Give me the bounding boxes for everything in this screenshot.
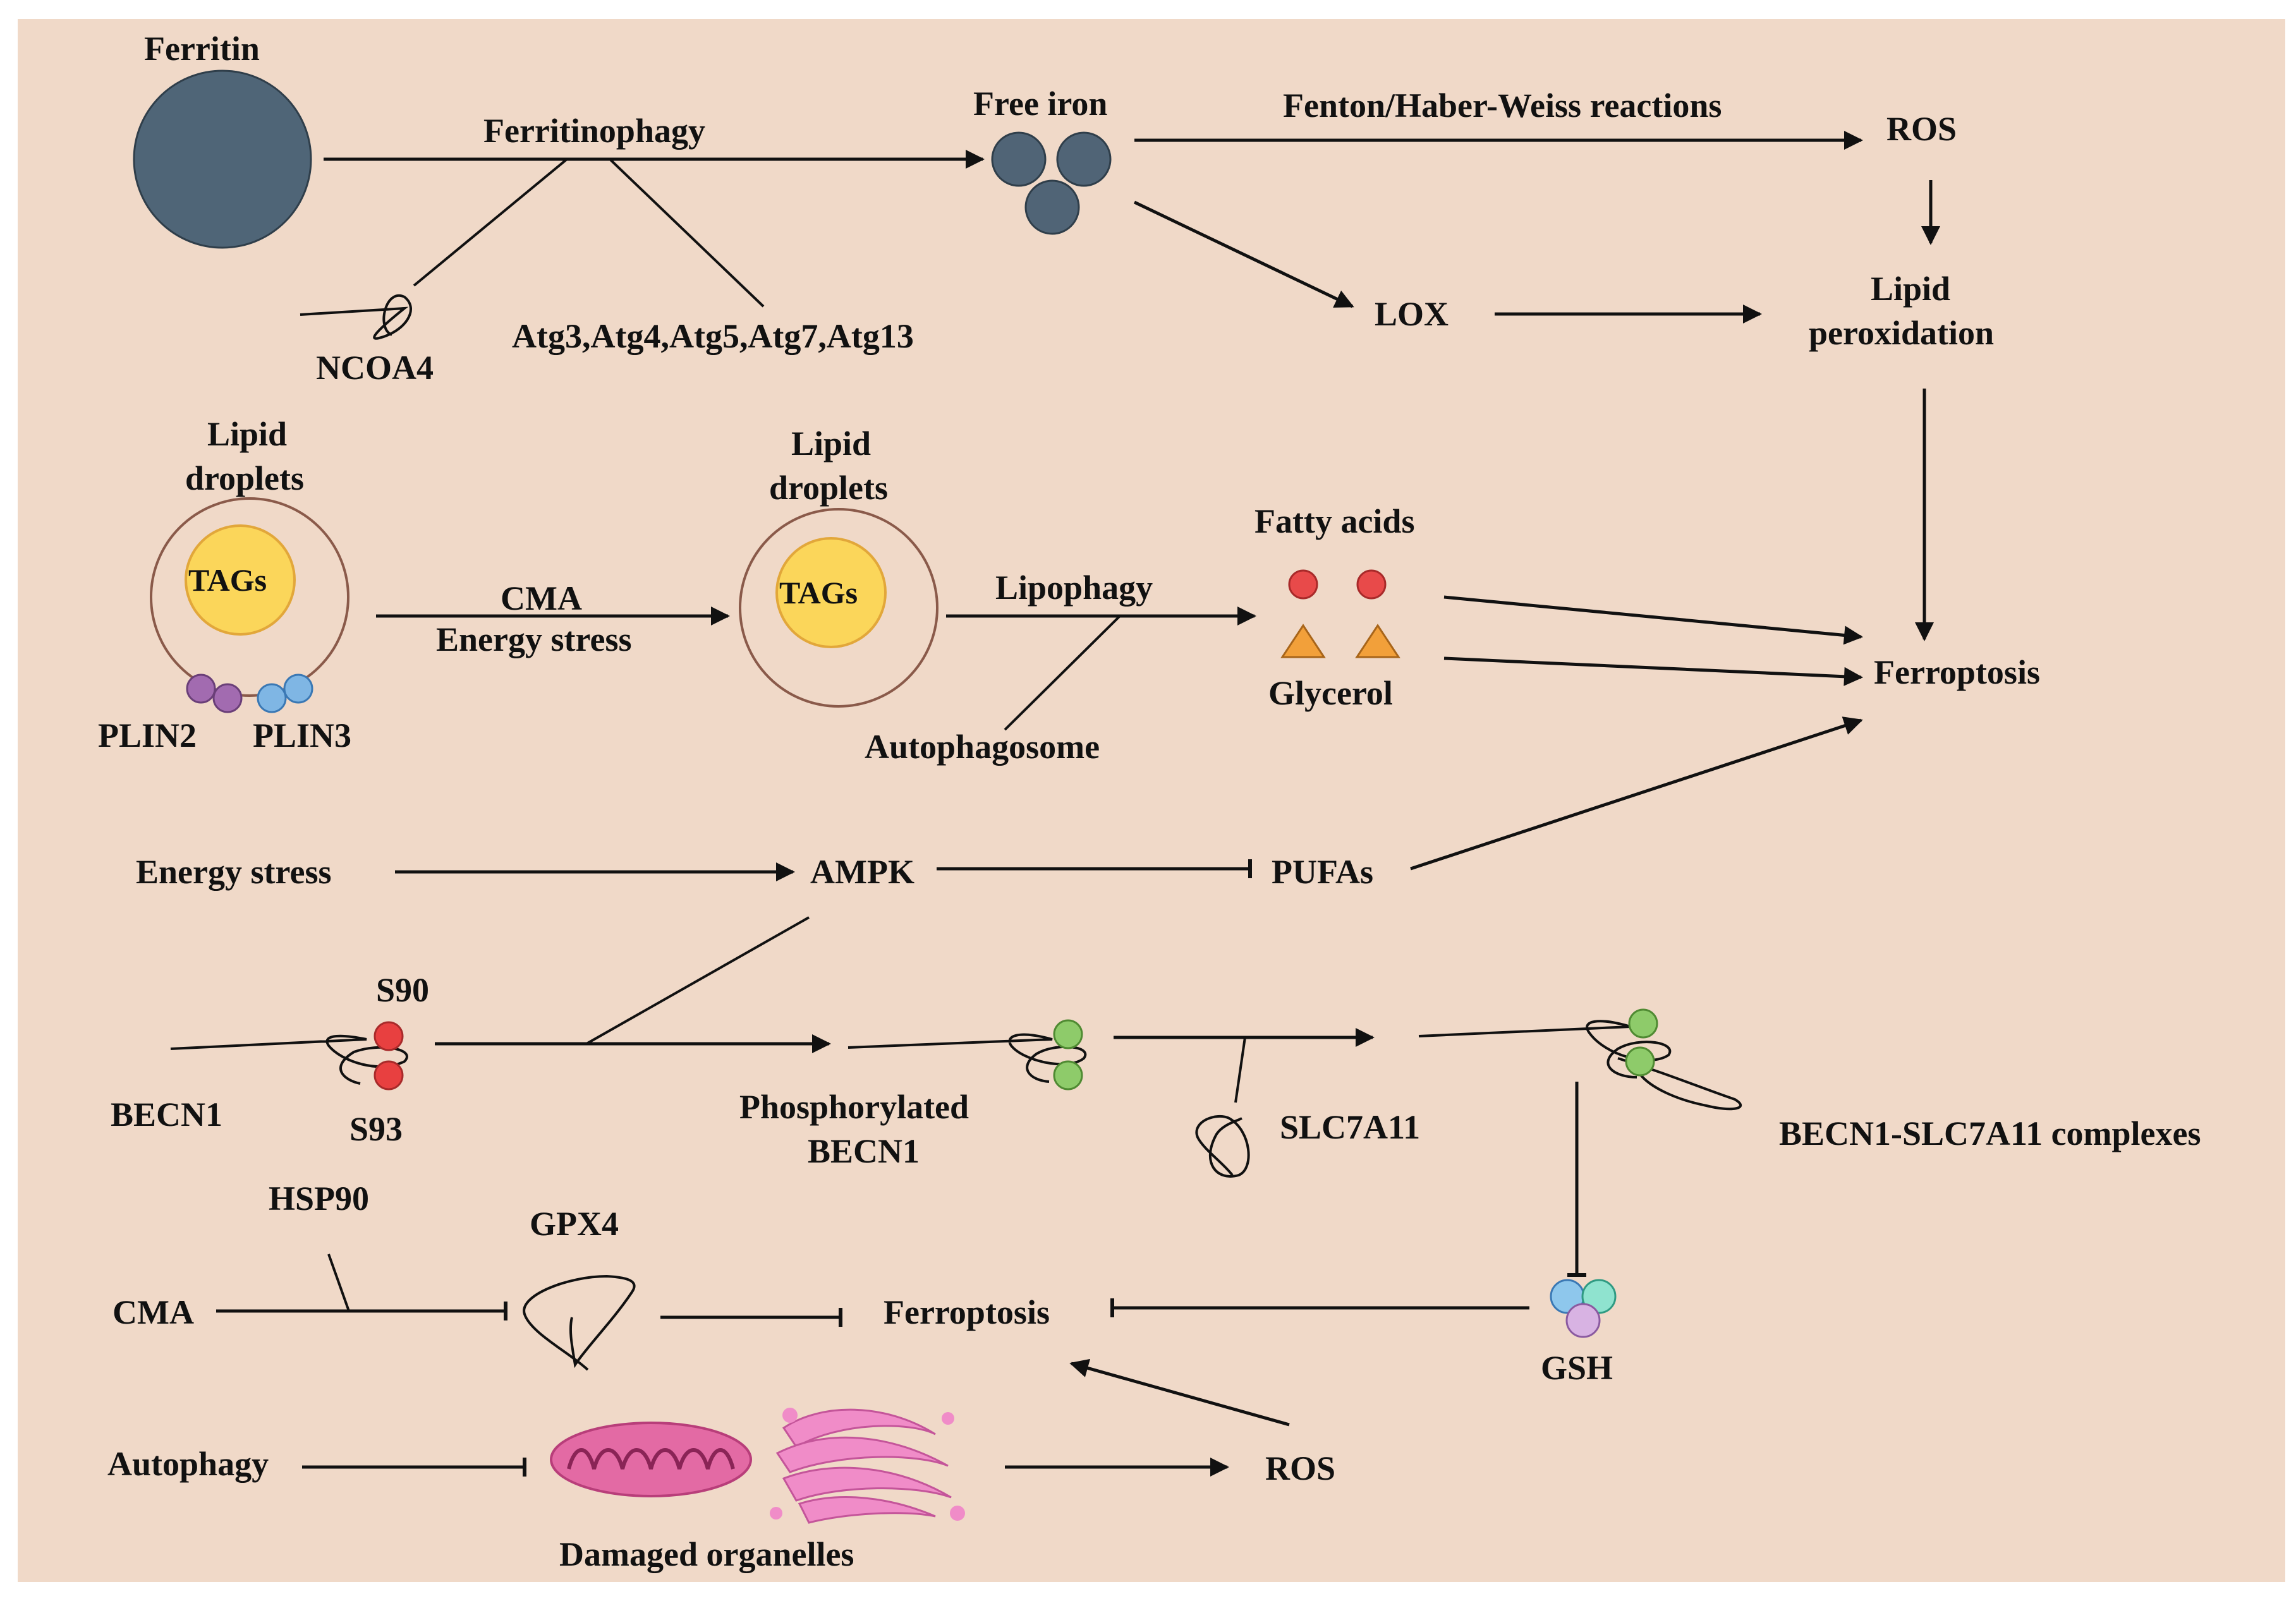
ampk-phosphorylation-connector <box>586 916 810 1045</box>
lipid-droplets-left-label-2: droplets <box>185 459 304 497</box>
fenton-label: Fenton/Haber-Weiss reactions <box>1283 87 1722 124</box>
lipid-droplets-left-label-1: Lipid <box>207 415 287 453</box>
lox-label: LOX <box>1375 295 1449 333</box>
ferritin-sphere <box>133 69 312 249</box>
autophagosome-connector <box>1004 615 1121 731</box>
gpx4-label: GPX4 <box>530 1205 619 1243</box>
hsp90-connector <box>327 1254 350 1312</box>
tags-left-label: TAGs <box>188 562 267 598</box>
becn1-protein-icon <box>170 1021 408 1090</box>
ferritin-label: Ferritin <box>144 30 260 68</box>
gsh-icon <box>1550 1279 1617 1338</box>
pufas-label: PUFAs <box>1272 853 1373 891</box>
lipid-droplet-mid-icon <box>739 508 938 708</box>
phospho-becn1-label-2: BECN1 <box>808 1132 920 1170</box>
autophagosome-label: Autophagosome <box>865 728 1100 766</box>
ferroptosis-bottom-label: Ferroptosis <box>884 1293 1050 1331</box>
s93-label: S93 <box>349 1110 403 1148</box>
ncoa4-connector <box>413 158 568 287</box>
becn1-slc7a11-label: BECN1-SLC7A11 complexes <box>1779 1115 2201 1152</box>
fatty-acids-to-ferroptosis-arrow <box>1443 595 1863 645</box>
ampk-label: AMPK <box>810 853 914 891</box>
becn1-label: BECN1 <box>111 1096 222 1133</box>
s90-label: S90 <box>376 971 429 1009</box>
slc7a11-protein-icon <box>1195 1115 1250 1178</box>
background-panel <box>18 19 2285 1582</box>
gpx4-protein-icon <box>523 1274 636 1371</box>
lipid-droplet-left-icon <box>150 497 349 713</box>
mitochondria-icon <box>550 1422 752 1497</box>
atg-proteins-label: Atg3,Atg4,Atg5,Atg7,Atg13 <box>512 317 914 355</box>
damaged-organelles-label: Damaged organelles <box>559 1535 854 1573</box>
cma-bottom-label: CMA <box>112 1293 194 1331</box>
phosphorylated-becn1-icon <box>847 1019 1087 1090</box>
free-iron-label: Free iron <box>973 85 1107 123</box>
lipid-peroxidation-label-2: peroxidation <box>1809 314 1994 352</box>
iron-to-lox-arrow <box>1133 200 1354 308</box>
plin2-label: PLIN2 <box>98 716 197 754</box>
ferritinophagy-label: Ferritinophagy <box>483 112 705 150</box>
ncoa4-label: NCOA4 <box>316 349 434 387</box>
fatty-acids-icon <box>1288 569 1387 600</box>
autophagy-label: Autophagy <box>107 1445 269 1483</box>
glycerol-to-ferroptosis-arrow <box>1443 656 1863 686</box>
slc7a11-label: SLC7A11 <box>1280 1108 1420 1146</box>
energy-stress-top-label: Energy stress <box>436 620 631 658</box>
energy-stress-mid-label: Energy stress <box>136 853 331 891</box>
becn1-slc7a11-complex-icon <box>1418 1008 1742 1111</box>
pufas-to-ferroptosis-arrow <box>1410 716 1863 871</box>
free-iron-icon <box>991 131 1112 235</box>
ros-to-ferroptosis-arrow <box>1069 1358 1290 1427</box>
lipid-droplets-mid-label-2: droplets <box>769 469 888 507</box>
glycerol-icon <box>1280 624 1400 658</box>
golgi-apparatus-icon <box>770 1408 965 1524</box>
cma-top-label: CMA <box>501 579 582 617</box>
plin3-label: PLIN3 <box>253 716 351 754</box>
lipid-peroxidation-label-1: Lipid <box>1871 270 1950 308</box>
ferroptosis-right-label: Ferroptosis <box>1874 653 2040 691</box>
ros-bottom-label: ROS <box>1265 1449 1335 1487</box>
gsh-label: GSH <box>1541 1349 1613 1387</box>
tags-mid-label: TAGs <box>779 575 858 610</box>
ncoa4-protein-icon <box>300 294 412 340</box>
atg-connector <box>609 158 765 308</box>
phospho-becn1-label-1: Phosphorylated <box>739 1088 969 1126</box>
lipophagy-label: Lipophagy <box>995 569 1153 607</box>
ros-top-label: ROS <box>1886 110 1957 148</box>
fatty-acids-label: Fatty acids <box>1254 502 1414 540</box>
glycerol-label: Glycerol <box>1268 674 1393 712</box>
lipid-droplets-mid-label-1: Lipid <box>791 425 871 462</box>
slc7a11-connector <box>1234 1037 1246 1103</box>
hsp90-label: HSP90 <box>269 1180 369 1217</box>
